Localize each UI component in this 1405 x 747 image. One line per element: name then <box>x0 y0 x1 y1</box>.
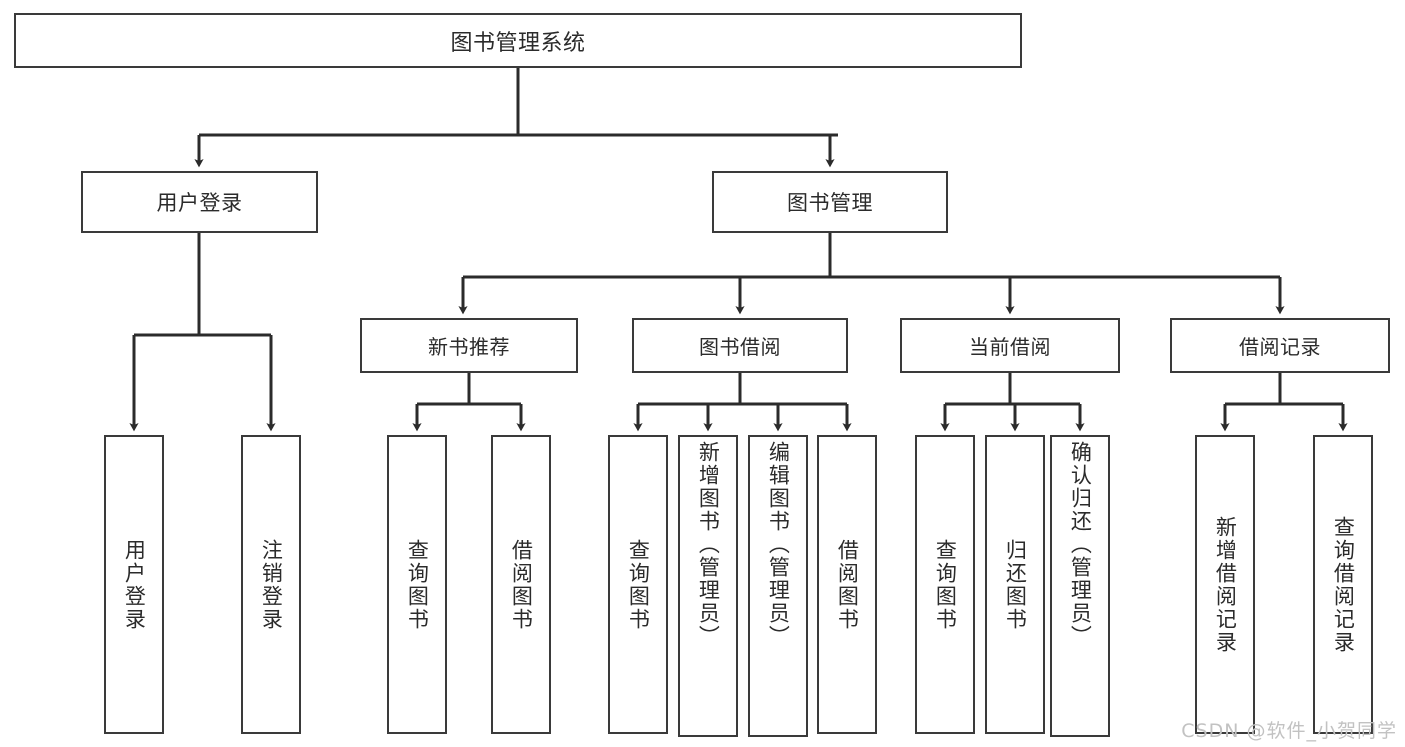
leaf-new-book-borrow[interactable]: 借阅图书 <box>491 435 551 734</box>
leaf-user-login-login[interactable]: 用户登录 <box>104 435 164 734</box>
leaf-book-borrow-borrow-label: 借阅图书 <box>835 538 860 631</box>
leaf-book-borrow-edit[interactable]: 编辑图书（管理员） <box>748 435 808 737</box>
leaf-book-borrow-query-label: 查询图书 <box>626 538 651 631</box>
leaf-new-book-borrow-label: 借阅图书 <box>509 538 534 631</box>
node-user-login-label: 用户登录 <box>156 191 243 215</box>
leaf-new-book-query-label: 查询图书 <box>405 538 430 631</box>
leaf-content: 注销登录 <box>243 437 299 732</box>
leaf-user-login-logout-label: 注销登录 <box>259 538 284 631</box>
node-book-borrow[interactable]: 图书借阅 <box>632 318 848 373</box>
leaf-borrow-record-add[interactable]: 新增借阅记录 <box>1195 435 1255 734</box>
node-user-login[interactable]: 用户登录 <box>81 171 318 233</box>
leaf-content: 查询图书 <box>610 437 666 732</box>
leaf-current-borrow-query[interactable]: 查询图书 <box>915 435 975 734</box>
leaf-content: 借阅图书 <box>819 437 875 732</box>
leaf-content: 编辑图书（管理员） <box>750 437 806 739</box>
leaf-content: 查询图书 <box>917 437 973 732</box>
node-current-borrow-label: 当前借阅 <box>969 335 1051 359</box>
leaf-book-borrow-add[interactable]: 新增图书（管理员） <box>678 435 738 737</box>
node-current-borrow[interactable]: 当前借阅 <box>900 318 1120 373</box>
node-book-borrow-label: 图书借阅 <box>699 335 781 359</box>
leaf-content: 新增图书（管理员） <box>680 437 736 739</box>
leaf-borrow-record-query-label: 查询借阅记录 <box>1331 515 1356 654</box>
leaf-content: 查询借阅记录 <box>1315 437 1371 732</box>
leaf-current-borrow-confirm[interactable]: 确认归还（管理员） <box>1050 435 1110 737</box>
watermark-text: CSDN @软件_小贺同学 <box>1181 720 1397 742</box>
node-borrow-record[interactable]: 借阅记录 <box>1170 318 1390 373</box>
leaf-borrow-record-add-label: 新增借阅记录 <box>1213 515 1238 654</box>
leaf-book-borrow-borrow[interactable]: 借阅图书 <box>817 435 877 734</box>
leaf-user-login-logout[interactable]: 注销登录 <box>241 435 301 734</box>
node-book-management-label: 图书管理 <box>787 191 873 215</box>
leaf-current-borrow-confirm-label: 确认归还（管理员） <box>1068 441 1093 648</box>
node-book-management[interactable]: 图书管理 <box>712 171 948 233</box>
node-new-book-recommend[interactable]: 新书推荐 <box>360 318 578 373</box>
node-root[interactable]: 图书管理系统 <box>14 13 1022 68</box>
leaf-new-book-query[interactable]: 查询图书 <box>387 435 447 734</box>
leaf-current-borrow-query-label: 查询图书 <box>933 538 958 631</box>
leaf-current-borrow-return-label: 归还图书 <box>1003 538 1028 631</box>
leaf-content: 借阅图书 <box>493 437 549 732</box>
leaf-book-borrow-edit-label: 编辑图书（管理员） <box>766 441 791 648</box>
leaf-content: 用户登录 <box>106 437 162 732</box>
node-new-book-recommend-label: 新书推荐 <box>428 335 510 359</box>
leaf-content: 确认归还（管理员） <box>1052 437 1108 739</box>
leaf-book-borrow-add-label: 新增图书（管理员） <box>696 441 721 648</box>
node-borrow-record-label: 借阅记录 <box>1239 335 1321 359</box>
leaf-current-borrow-return[interactable]: 归还图书 <box>985 435 1045 734</box>
leaf-content: 新增借阅记录 <box>1197 437 1253 732</box>
leaf-user-login-login-label: 用户登录 <box>122 538 147 631</box>
leaf-borrow-record-query[interactable]: 查询借阅记录 <box>1313 435 1373 734</box>
leaf-content: 归还图书 <box>987 437 1043 732</box>
leaf-book-borrow-query[interactable]: 查询图书 <box>608 435 668 734</box>
leaf-content: 查询图书 <box>389 437 445 732</box>
node-root-label: 图书管理系统 <box>450 30 586 56</box>
